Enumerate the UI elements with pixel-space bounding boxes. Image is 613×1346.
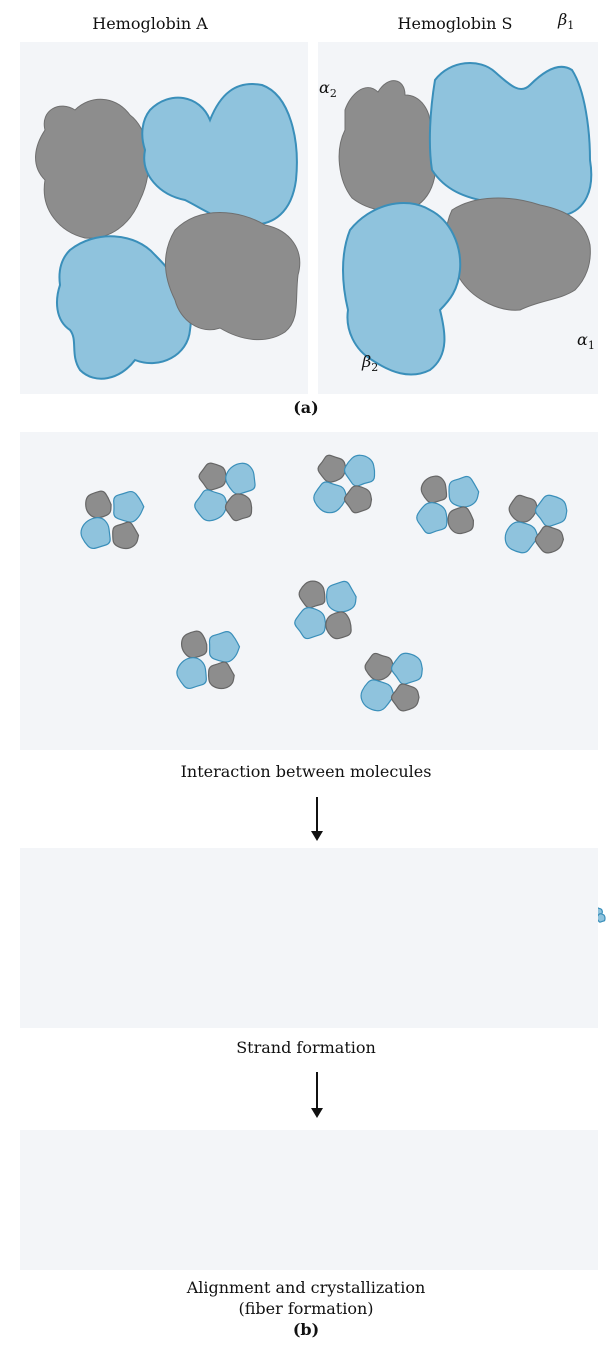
alpha-subunit (85, 490, 112, 519)
hbs-beta1-subunit (428, 61, 593, 218)
hba-alpha-subunit-bottom (165, 212, 301, 341)
beta-subunit (80, 517, 111, 550)
beta-subunit (360, 679, 395, 712)
fiber-caption-line1: Alignment and crystallization (186, 1278, 426, 1297)
strand-panel (20, 848, 598, 1028)
hemoglobin-a-molecule (35, 83, 301, 380)
alpha-subunit (447, 506, 475, 535)
alpha-subunit (325, 611, 352, 640)
hemoglobin-s-molecule (338, 61, 593, 376)
beta2-label: β2 (362, 352, 379, 375)
alpha2-label: α2 (319, 78, 337, 101)
beta-subunit (325, 580, 357, 613)
hba-beta-subunit-top (141, 83, 298, 226)
alpha-subunit (224, 493, 253, 522)
alpha-subunit (534, 525, 565, 554)
alpha-subunit (207, 661, 235, 690)
arrow-down-icon-1 (311, 797, 323, 841)
arrow-down-icon-2 (311, 1072, 323, 1118)
interaction-caption: Interaction between molecules (180, 762, 432, 781)
alpha-subunit (298, 580, 326, 609)
alpha-subunit (112, 521, 140, 550)
alpha-subunit (420, 475, 448, 504)
beta-subunit (534, 494, 568, 527)
fiber-caption-line2: (fiber formation) (238, 1299, 374, 1318)
hbs-alpha1-subunit (445, 197, 591, 311)
alpha-subunit (180, 630, 208, 659)
hba-alpha-subunit-top (35, 98, 150, 239)
hemoglobin-structures (35, 61, 593, 380)
beta-subunit (416, 502, 448, 534)
caption-b: (b) (292, 1320, 320, 1339)
caption-a: (a) (293, 398, 319, 417)
alpha-subunit (317, 454, 347, 483)
beta-subunit (176, 657, 207, 690)
beta-subunit (113, 490, 145, 523)
alpha-subunit (364, 652, 395, 681)
alpha1-label: α1 (577, 330, 595, 353)
beta-subunit (294, 607, 327, 640)
fiber-panel (20, 1130, 598, 1270)
hemoglobin-a-title: Hemoglobin A (92, 14, 208, 33)
hba-beta-subunit-bottom (56, 235, 192, 380)
hbs-beta2-subunit (342, 201, 462, 376)
beta-subunit (194, 489, 228, 522)
beta-subunit (448, 475, 480, 508)
alpha-subunit (198, 462, 227, 491)
beta1-label: β1 (558, 10, 575, 33)
strand-caption: Strand formation (236, 1038, 376, 1057)
beta-subunit (504, 521, 539, 554)
alpha-subunit (343, 485, 373, 514)
beta-subunit (208, 631, 241, 663)
alpha-subunit (508, 494, 539, 523)
beta-subunit (343, 454, 376, 487)
beta-subunit (225, 462, 256, 495)
alpha-subunit (390, 683, 420, 712)
beta-subunit (313, 481, 348, 514)
beta-subunit (390, 652, 423, 685)
hemoglobin-s-title: Hemoglobin S (397, 14, 513, 33)
